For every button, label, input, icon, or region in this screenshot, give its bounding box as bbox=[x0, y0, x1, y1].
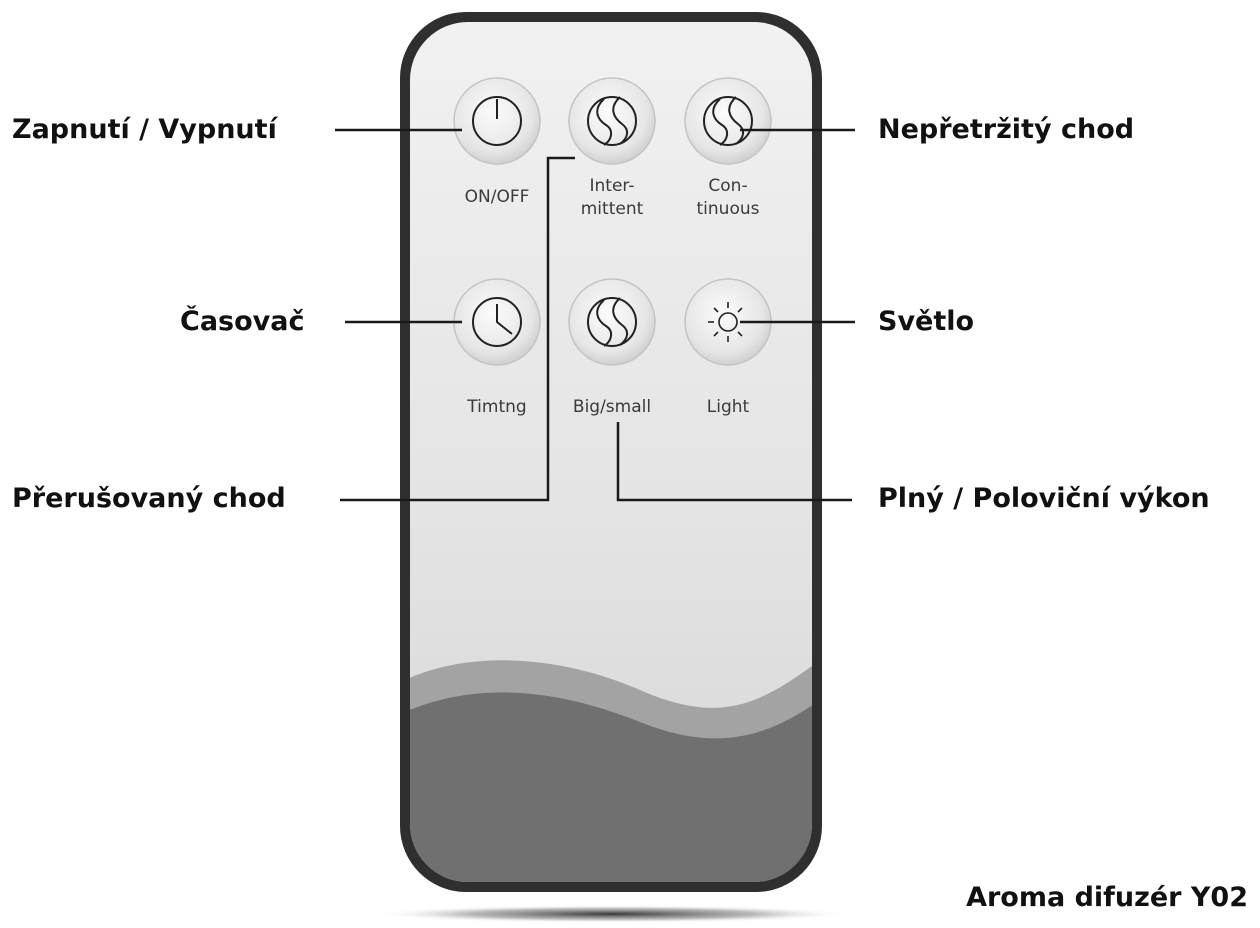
light-label: Light bbox=[707, 396, 749, 419]
product-title: Aroma difuzér Y02 bbox=[966, 882, 1248, 913]
continuous-label-line1: Con- bbox=[697, 175, 760, 198]
callout-timer: Časovač bbox=[180, 308, 304, 335]
continuous-label: Con- tinuous bbox=[697, 175, 760, 221]
onoff-button[interactable] bbox=[454, 78, 540, 164]
timing-label: Timtng bbox=[467, 396, 526, 419]
callout-intermittent: Přerušovaný chod bbox=[12, 485, 286, 512]
continuous-button[interactable] bbox=[685, 78, 771, 164]
remote-shadow bbox=[372, 905, 852, 923]
intermittent-label-line2: mittent bbox=[581, 198, 644, 221]
continuous-label-line2: tinuous bbox=[697, 198, 760, 221]
callout-power: Plný / Poloviční výkon bbox=[878, 485, 1210, 512]
intermittent-label-line1: Inter- bbox=[581, 175, 644, 198]
callout-continuous: Nepřetržitý chod bbox=[878, 116, 1134, 143]
timing-button[interactable] bbox=[454, 279, 540, 365]
callout-light: Světlo bbox=[878, 308, 974, 335]
onoff-label: ON/OFF bbox=[465, 186, 530, 209]
intermittent-button[interactable] bbox=[569, 78, 655, 164]
bigsmall-button[interactable] bbox=[569, 279, 655, 365]
intermittent-label: Inter- mittent bbox=[581, 175, 644, 221]
bigsmall-label: Big/small bbox=[573, 396, 651, 419]
callout-onoff: Zapnutí / Vypnutí bbox=[12, 116, 277, 143]
